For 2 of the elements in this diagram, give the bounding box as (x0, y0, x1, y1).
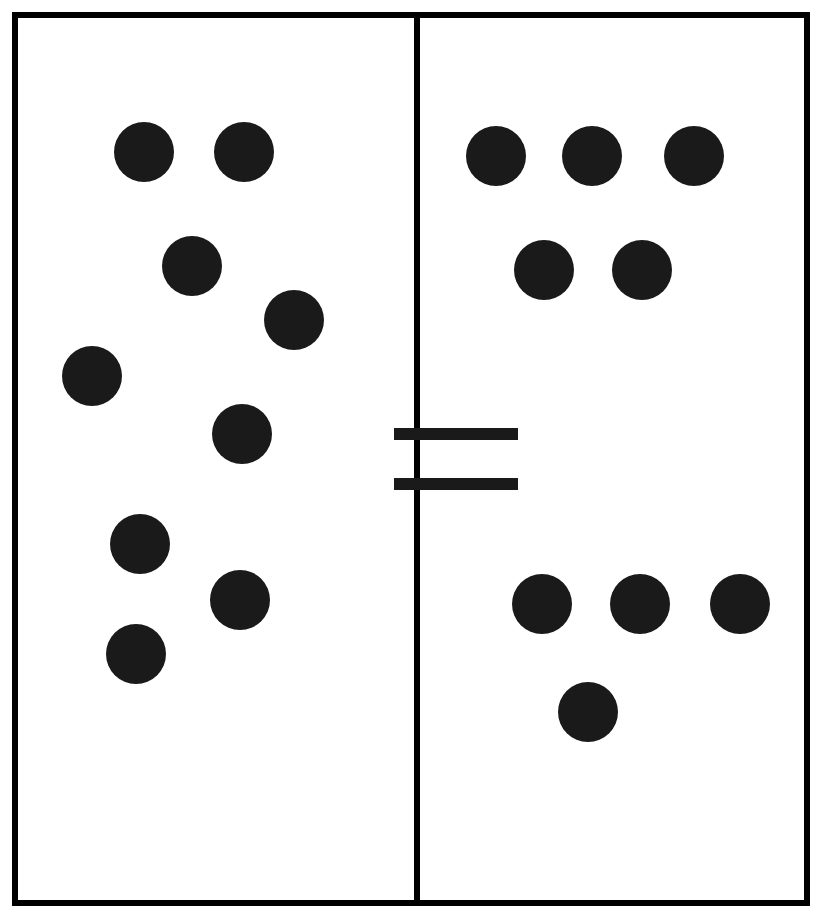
panel (12, 12, 420, 906)
panel (414, 12, 810, 906)
